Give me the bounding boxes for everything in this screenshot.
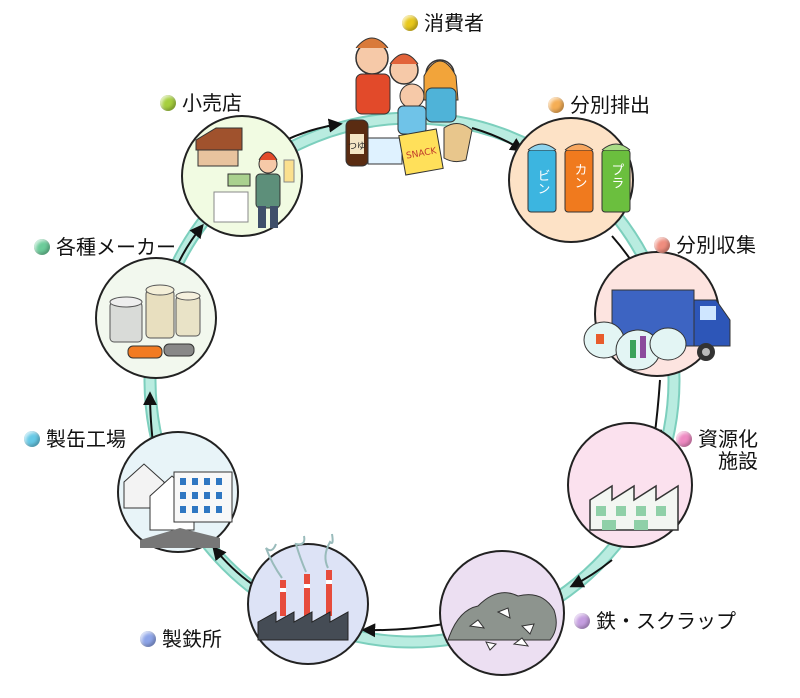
bin-label-can: カン xyxy=(572,163,587,189)
steel-dot-icon xyxy=(140,631,156,647)
resource-dot-icon xyxy=(676,431,692,447)
retail-dot-icon xyxy=(160,95,176,111)
maker-dot-icon xyxy=(34,239,50,255)
arrow-resource-to-scrap xyxy=(569,559,613,588)
label-consumer-text: 消費者 xyxy=(424,11,484,35)
label-collect-text: 分別収集 xyxy=(676,233,756,257)
recycling-facility-icon xyxy=(567,422,693,548)
sorting-bins-icon: ビン カン プラ xyxy=(508,117,634,243)
label-maker-text: 各種メーカー xyxy=(56,235,176,259)
arrow-retail-to-consumer xyxy=(285,118,343,141)
products-cans-icon xyxy=(95,257,217,379)
label-steel-text: 製鉄所 xyxy=(162,627,222,651)
label-resource-line2: 施設 xyxy=(718,449,758,473)
label-consumer: 消費者 xyxy=(402,12,484,34)
retail-store-icon xyxy=(181,115,303,237)
scrap-dot-icon xyxy=(574,613,590,629)
scrap-metal-icon xyxy=(439,550,565,676)
consumer-dot-icon xyxy=(402,15,418,31)
label-maker: 各種メーカー xyxy=(34,236,176,258)
arrow-steel-to-canfactory xyxy=(212,545,253,585)
can-factory-icon xyxy=(117,431,239,553)
label-scrap: 鉄・スクラップ xyxy=(574,610,736,632)
canfactory-dot-icon xyxy=(24,431,40,447)
label-collect: 分別収集 xyxy=(654,234,756,256)
label-canfactory-text: 製缶工場 xyxy=(46,427,126,451)
collection-truck-icon xyxy=(583,251,731,377)
label-steel: 製鉄所 xyxy=(140,628,222,650)
label-resource-line1: 資源化 xyxy=(698,427,758,451)
bottle-label: つゆ xyxy=(348,141,366,152)
label-retail: 小売店 xyxy=(160,92,242,114)
label-sorting: 分別排出 xyxy=(548,94,650,116)
bin-label-plastic: プラ xyxy=(609,163,624,189)
bin-label-bin: ビン xyxy=(535,169,550,195)
arrow-scrap-to-steel xyxy=(361,623,445,638)
sorting-dot-icon xyxy=(548,97,564,113)
steel-mill-icon xyxy=(247,533,369,665)
label-sorting-text: 分別排出 xyxy=(570,93,650,117)
consumer-family-icon: つゆ SNACK xyxy=(345,37,473,176)
label-canfactory: 製缶工場 xyxy=(24,428,126,450)
label-resource: 資源化 施設 xyxy=(676,428,758,472)
label-scrap-text: 鉄・スクラップ xyxy=(596,609,736,633)
label-retail-text: 小売店 xyxy=(182,91,242,115)
collect-dot-icon xyxy=(654,237,670,253)
